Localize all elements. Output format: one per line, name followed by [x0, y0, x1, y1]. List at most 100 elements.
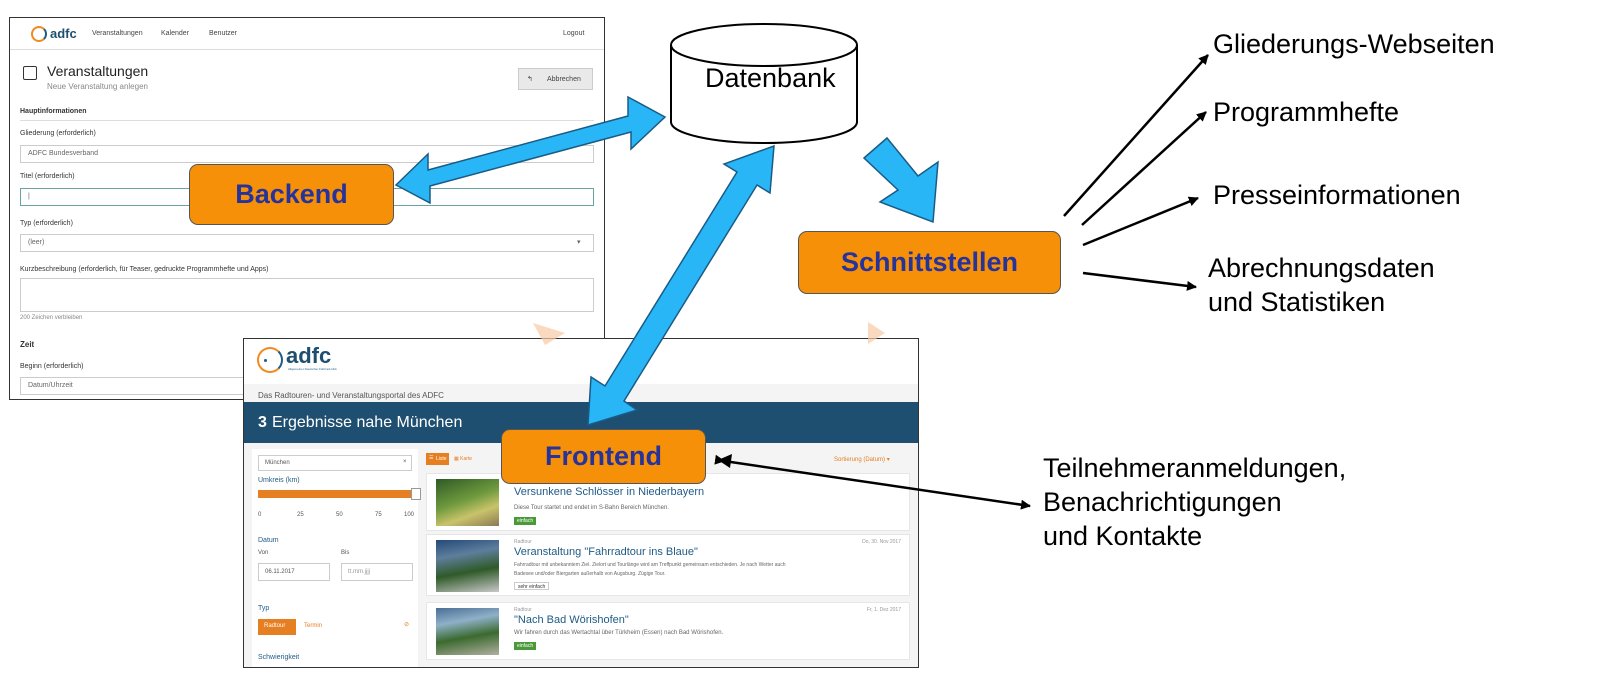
calendar-icon — [23, 66, 37, 80]
result-thumbnail — [436, 479, 499, 526]
type-label: Typ — [258, 605, 270, 612]
result-description-2: Badesee und/oder Biergarten außerhalb vo… — [514, 571, 666, 577]
type-radtour-button[interactable]: Radtour — [258, 619, 296, 635]
nav-kalender[interactable]: Kalender — [161, 30, 190, 37]
cancel-label: Abbrechen — [547, 76, 581, 83]
from-label: Von — [258, 550, 269, 556]
frontend-logo-sub: Allgemeiner Deutscher Fahrrad-Club — [288, 367, 337, 371]
titel-label: Titel (erforderlich) — [20, 173, 75, 180]
date-label: Datum — [258, 537, 279, 544]
nav-veranstaltungen[interactable]: Veranstaltungen — [92, 30, 143, 37]
output-programmhefte: Programmhefte — [1213, 97, 1400, 127]
result-card[interactable]: Radtour Fr, 1. Dez 2017 "Nach Bad Wörish… — [426, 602, 910, 660]
tab-map-label: Karte — [460, 456, 473, 462]
result-title[interactable]: "Nach Bad Wörishofen" — [514, 614, 629, 626]
typ-select[interactable]: (leer)▾ — [20, 234, 594, 252]
arrow-to-presseinformationen — [1082, 196, 1199, 247]
kurzbeschreibung-label: Kurzbeschreibung (erforderlich, für Teas… — [20, 266, 269, 273]
radius-tick-75: 75 — [375, 512, 382, 518]
interfaces-box: Schnittstellen — [798, 231, 1061, 294]
frontend-database-arrow — [587, 144, 775, 427]
result-title[interactable]: Versunkene Schlösser in Niederbayern — [514, 486, 705, 498]
back-arrow-icon: ↰ — [527, 76, 533, 83]
result-date: Do, 30. Nov 2017 — [862, 539, 901, 545]
output-statistiken: und Statistiken — [1208, 287, 1386, 317]
result-category: Radtour — [514, 607, 532, 613]
arrow-to-abrechnungsdaten — [1082, 271, 1197, 291]
result-card[interactable]: Radtour Do, 30. Nov 2017 Veranstaltung "… — [426, 534, 910, 596]
database-interface-arrow — [862, 136, 939, 224]
result-title[interactable]: Veranstaltung "Fahrradtour ins Blaue" — [514, 546, 698, 558]
section-zeit: Zeit — [20, 340, 35, 349]
database-label: Datenbank — [705, 63, 836, 93]
difficulty-label: Schwierigkeit — [258, 654, 300, 661]
filter-sidebar: München × Umkreis (km) 0 25 50 75 100 Da… — [252, 449, 421, 667]
beginn-label: Beginn (erforderlich) — [20, 363, 84, 370]
chars-remaining: 200 Zeichen verbleiben — [20, 315, 83, 321]
nav-benutzer[interactable]: Benutzer — [209, 30, 238, 37]
adfc-logo-icon — [31, 26, 47, 42]
adfc-logo-icon — [257, 347, 283, 373]
difficulty-badge: einfach — [514, 642, 537, 650]
clear-icon[interactable]: ⊘ — [404, 622, 410, 628]
arrowhead-left — [718, 454, 732, 468]
results-count: 3 — [258, 414, 267, 431]
from-date-value: 06.11.2017 — [265, 569, 295, 575]
cancel-button[interactable]: ↰ Abbrechen — [518, 68, 593, 90]
backend-page-subtitle: Neue Veranstaltung anlegen — [47, 82, 148, 91]
radius-fill — [258, 490, 418, 498]
map-icon: ▦ — [454, 456, 459, 462]
radius-tick-100: 100 — [404, 512, 415, 518]
kurzbeschreibung-textarea[interactable] — [20, 278, 594, 312]
location-input[interactable]: München × — [258, 455, 412, 471]
output-abrechnungsdaten: Abrechnungsdaten — [1208, 253, 1435, 283]
output-gliederungs-webseiten: Gliederungs-Webseiten — [1213, 29, 1495, 59]
frontend-participants-arrow — [714, 454, 1031, 510]
frontend-box: Frontend — [501, 429, 706, 484]
close-icon[interactable]: × — [403, 459, 407, 465]
from-date-input[interactable]: 06.11.2017 — [258, 563, 330, 581]
gliederung-field[interactable]: ADFC Bundesverband — [20, 145, 594, 163]
backend-topbar: adfc Veranstaltungen Kalender Benutzer L… — [10, 18, 604, 50]
frontend-logo-text: adfc — [286, 343, 332, 368]
beginn-placeholder: Datum/Uhrzeit — [28, 382, 73, 389]
radius-tick-0: 0 — [258, 512, 262, 518]
result-thumbnail — [436, 608, 499, 655]
location-value: München — [265, 460, 290, 466]
results-text: Ergebnisse nahe München — [272, 414, 463, 431]
result-date: Fr, 1. Dez 2017 — [866, 607, 901, 613]
arrow-to-gliederungs-webseiten — [1063, 54, 1209, 217]
adfc-logo-dot — [264, 359, 267, 362]
database-icon — [670, 23, 858, 144]
titel-value: | — [28, 193, 30, 200]
logout-link[interactable]: Logout — [563, 30, 585, 37]
to-label: Bis — [341, 550, 350, 556]
gliederung-value: ADFC Bundesverband — [28, 150, 99, 157]
to-date-placeholder: tt.mm.jjjj — [348, 569, 370, 575]
tab-list[interactable]: ☰Liste — [426, 453, 449, 465]
radius-slider[interactable] — [258, 488, 421, 500]
radius-label: Umkreis (km) — [258, 477, 300, 484]
faded-arrow-shape — [868, 322, 885, 344]
backend-box: Backend — [189, 164, 394, 225]
difficulty-badge: sehr einfach — [514, 582, 550, 590]
result-description: Fahrradtour mit unbekanntem Ziel. Zielor… — [514, 562, 786, 568]
chevron-down-icon: ▾ — [577, 239, 581, 246]
radius-tick-25: 25 — [297, 512, 304, 518]
participants-line-3: und Kontakte — [1043, 521, 1203, 551]
slider-handle[interactable] — [411, 488, 421, 500]
typ-label: Typ (erforderlich) — [20, 220, 73, 227]
participants-line-2: Benachrichtigungen — [1043, 487, 1282, 517]
tab-list-label: Liste — [436, 456, 447, 462]
result-category: Radtour — [514, 539, 532, 545]
backend-logo-text: adfc — [50, 26, 77, 41]
result-description: Wir fahren durch das Wertachtal über Tür… — [514, 630, 724, 636]
type-termin-button[interactable]: Termin — [304, 623, 323, 629]
tab-map[interactable]: ▦ Karte — [454, 456, 472, 462]
section-hauptinformationen: Hauptinformationen — [20, 108, 87, 115]
radius-tick-50: 50 — [336, 512, 343, 518]
frontend-screenshot: adfc Allgemeiner Deutscher Fahrrad-Club … — [243, 338, 919, 668]
to-date-input[interactable]: tt.mm.jjjj — [341, 563, 413, 581]
